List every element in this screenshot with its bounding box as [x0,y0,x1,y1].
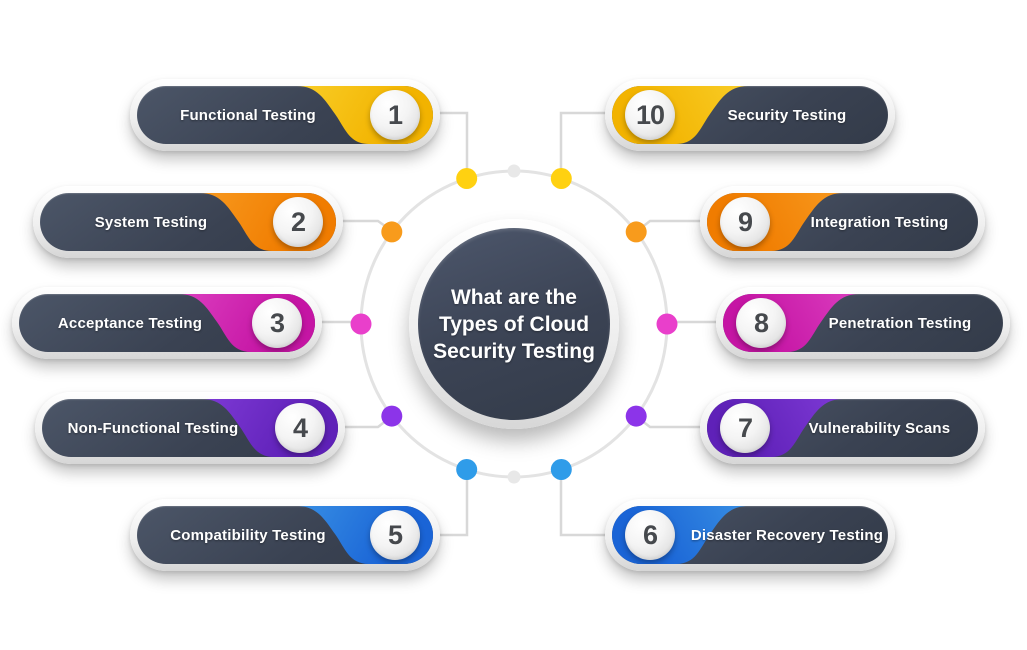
item-number-badge: 6 [625,510,675,560]
item-label: Compatibility Testing [170,526,326,544]
ring-dot-left-4 [381,405,403,427]
ring-dot-top [507,164,521,178]
ring-dot-right-7 [625,405,647,427]
item-number: 8 [753,307,769,338]
item-label: Disaster Recovery Testing [690,526,884,544]
pill: Integration Testing 9 [707,193,978,251]
item-number-badge: 7 [720,403,770,453]
connector-line [438,111,469,170]
ring-dot-left-3 [350,313,372,335]
testing-item-7: Vulnerability Scans 7 [700,392,985,464]
item-label: Acceptance Testing [57,314,203,332]
item-number: 7 [737,412,753,443]
item-number-badge: 3 [252,298,302,348]
item-label: Non-Functional Testing [67,419,239,437]
item-label: Functional Testing [180,106,316,124]
testing-item-10: Security Testing 10 [605,79,895,151]
pill: Acceptance Testing 3 [19,294,315,352]
item-number: 6 [642,519,658,550]
item-number: 2 [290,206,306,237]
item-number: 1 [387,99,403,130]
testing-item-4: Non-Functional Testing 4 [35,392,345,464]
ring-dot-left-5 [456,459,478,480]
ring-dot-right-8 [656,313,678,335]
item-number-badge: 10 [625,90,675,140]
item-number: 4 [292,412,308,443]
item-number: 9 [737,206,753,237]
item-number: 10 [635,99,665,130]
item-label: Security Testing [727,106,847,124]
ring-dot-right-9 [625,221,647,243]
item-label: Penetration Testing [828,314,972,332]
pill: Non-Functional Testing 4 [42,399,338,457]
item-number: 5 [387,519,403,550]
item-number-badge: 8 [736,298,786,348]
pill: Functional Testing 1 [137,86,433,144]
testing-item-9: Integration Testing 9 [700,186,985,258]
testing-item-1: Functional Testing 1 [130,79,440,151]
testing-item-5: Compatibility Testing 5 [130,499,440,571]
item-label: Integration Testing [810,213,949,231]
item-number-badge: 5 [370,510,420,560]
item-number-badge: 2 [273,197,323,247]
pill: Vulnerability Scans 7 [707,399,978,457]
connector-line [559,111,607,170]
item-label: System Testing [94,213,208,231]
pill: Penetration Testing 8 [723,294,1003,352]
item-label: Vulnerability Scans [808,419,951,437]
ring-dot-bottom [507,470,521,484]
testing-item-8: Penetration Testing 8 [716,287,1010,359]
pill: Disaster Recovery Testing 6 [612,506,888,564]
pill: Security Testing 10 [612,86,888,144]
ring-dot-right-10 [550,168,572,189]
ring-dot-left-1 [456,168,478,189]
testing-item-2: System Testing 2 [33,186,343,258]
item-number-badge: 9 [720,197,770,247]
pill: System Testing 2 [40,193,336,251]
item-number-badge: 4 [275,403,325,453]
ring-dot-right-6 [550,459,572,480]
testing-item-6: Disaster Recovery Testing 6 [605,499,895,571]
connector-line [438,477,469,537]
item-number: 3 [269,307,285,338]
ring-dot-left-2 [381,221,403,243]
pill: Compatibility Testing 5 [137,506,433,564]
item-number-badge: 1 [370,90,420,140]
connector-line [559,477,607,537]
testing-item-3: Acceptance Testing 3 [12,287,322,359]
